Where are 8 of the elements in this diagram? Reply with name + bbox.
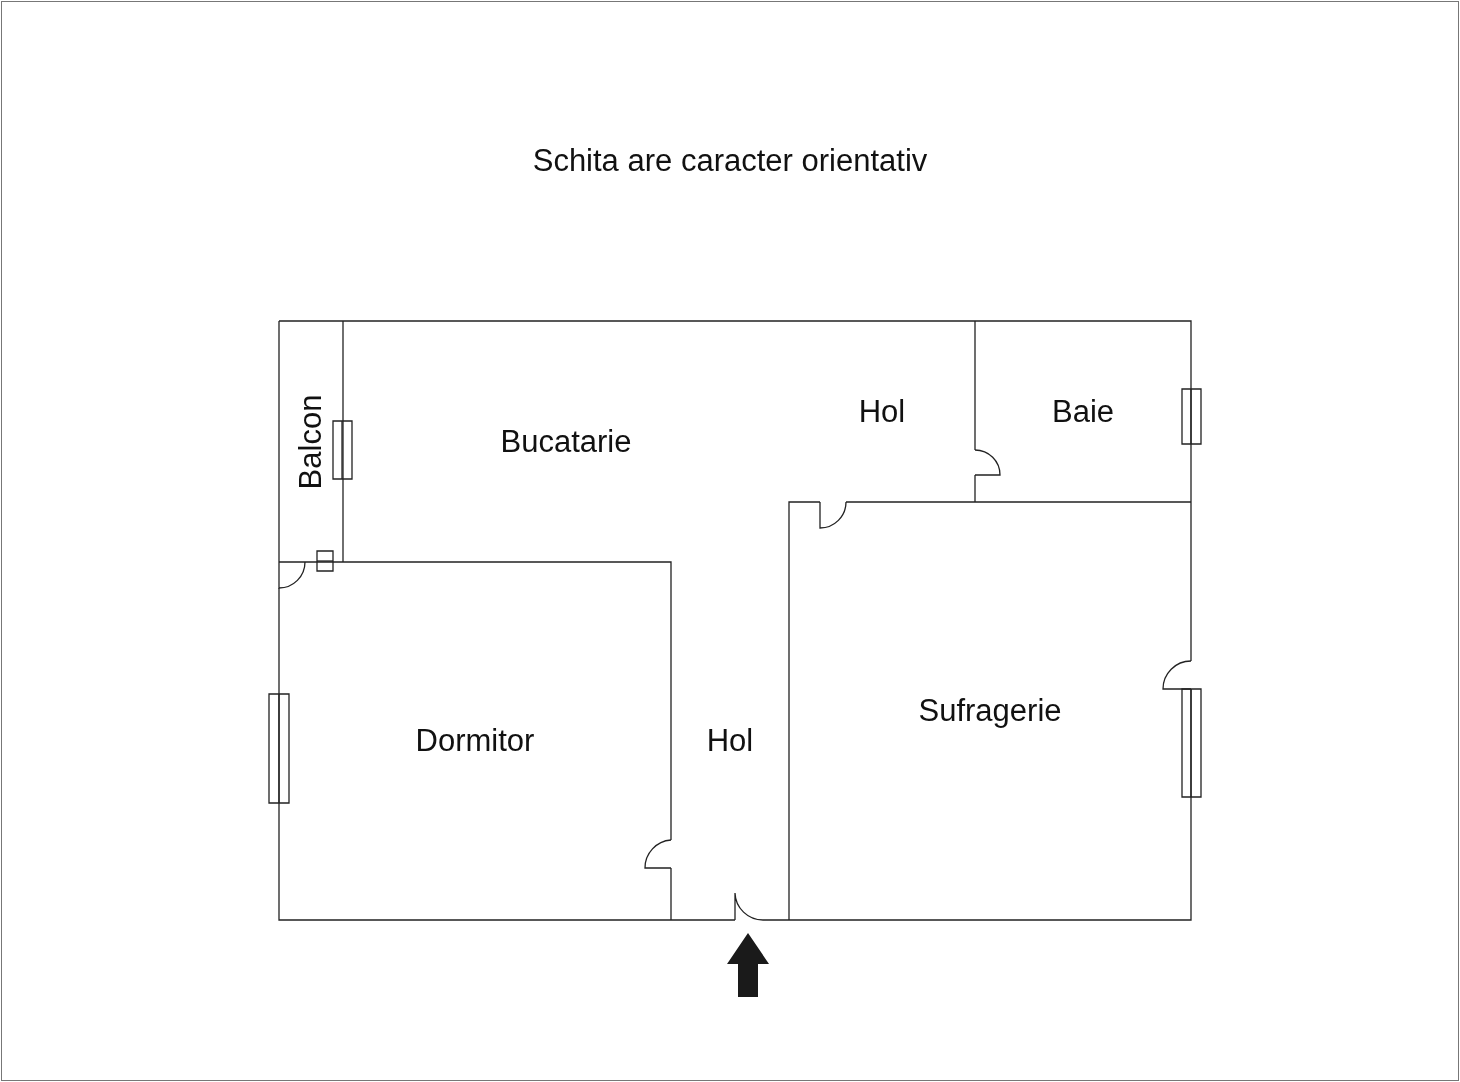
room-label: Hol bbox=[858, 393, 906, 430]
room-label: Dormitor bbox=[415, 723, 535, 759]
title: Schita are caracter orientativ bbox=[531, 143, 929, 179]
room-label: Baie bbox=[1051, 393, 1114, 430]
room-label: Balcon bbox=[293, 394, 329, 489]
room-label: Hol bbox=[706, 723, 754, 759]
room-label: Bucatarie bbox=[500, 423, 632, 460]
room-label: Sufragerie bbox=[918, 693, 1062, 729]
